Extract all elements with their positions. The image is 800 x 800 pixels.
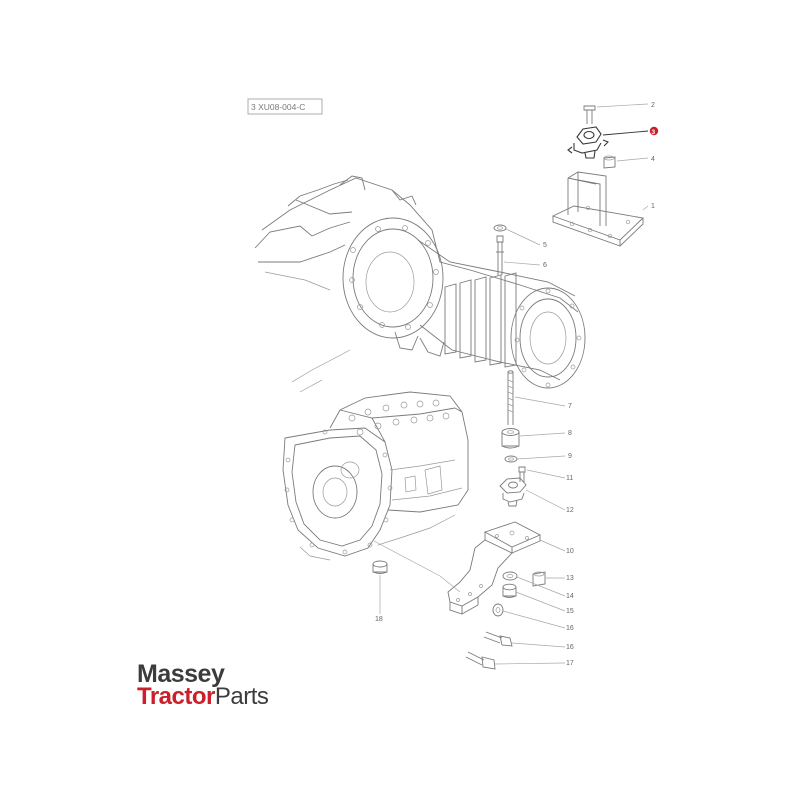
- part-3-mount-highlighted: [567, 105, 616, 169]
- part-9-washer: [504, 455, 518, 463]
- callout-16b: 16: [566, 644, 574, 651]
- callout-16a: 16: [566, 625, 574, 632]
- callout-5: 5: [543, 242, 547, 249]
- part-17-bolt: [465, 651, 496, 670]
- callout-15: 15: [566, 608, 574, 615]
- part-18-dowel: [372, 560, 388, 574]
- part-8-bushing: [501, 428, 520, 449]
- part-7-stud: [507, 370, 514, 425]
- callout-12: 12: [566, 507, 574, 514]
- callout-1: 1: [651, 203, 655, 210]
- parts-5-6-bolt-washer: [493, 224, 507, 275]
- callout-13: 13: [566, 575, 574, 582]
- brand-word-tractor: Tractor: [137, 683, 215, 710]
- gearbox-housing: [282, 391, 469, 561]
- part-12-mount: [499, 477, 527, 507]
- reference-code-label: 3 XU08-004-C: [247, 98, 323, 115]
- part-11-bolt: [518, 466, 526, 482]
- callout-6: 6: [543, 262, 547, 269]
- callout-2: 2: [651, 102, 655, 109]
- brand-word-parts: Parts: [214, 683, 269, 710]
- callout-14: 14: [566, 593, 574, 600]
- part-1-bracket: [551, 171, 644, 247]
- reference-code-text: 3 XU08-004-C: [251, 102, 305, 112]
- part-16-washer-bolt: [483, 603, 513, 647]
- parts-13-14-15: [502, 571, 546, 598]
- brand-line-tractorparts: TractorParts: [137, 683, 269, 710]
- highlight-marker: [649, 126, 659, 136]
- callout-7: 7: [568, 403, 572, 410]
- callout-18: 18: [375, 616, 383, 623]
- leader-lines: [373, 103, 649, 665]
- callout-8: 8: [568, 430, 572, 437]
- callout-11: 11: [566, 475, 573, 482]
- brand-logo: Massey TractorParts: [137, 660, 269, 710]
- rear-axle-housing: [254, 175, 586, 393]
- callout-17: 17: [566, 660, 574, 667]
- callout-labels: 2 3 4 1 5 6 7 8 9 11 12 10 13 14 15 16 1…: [375, 102, 656, 667]
- brand-line-massey: Massey: [137, 660, 225, 688]
- callout-3: 3: [652, 129, 656, 136]
- part-10-lower-bracket: [447, 521, 542, 615]
- callout-9: 9: [568, 453, 572, 460]
- callout-10: 10: [566, 548, 574, 555]
- callout-4: 4: [651, 156, 655, 163]
